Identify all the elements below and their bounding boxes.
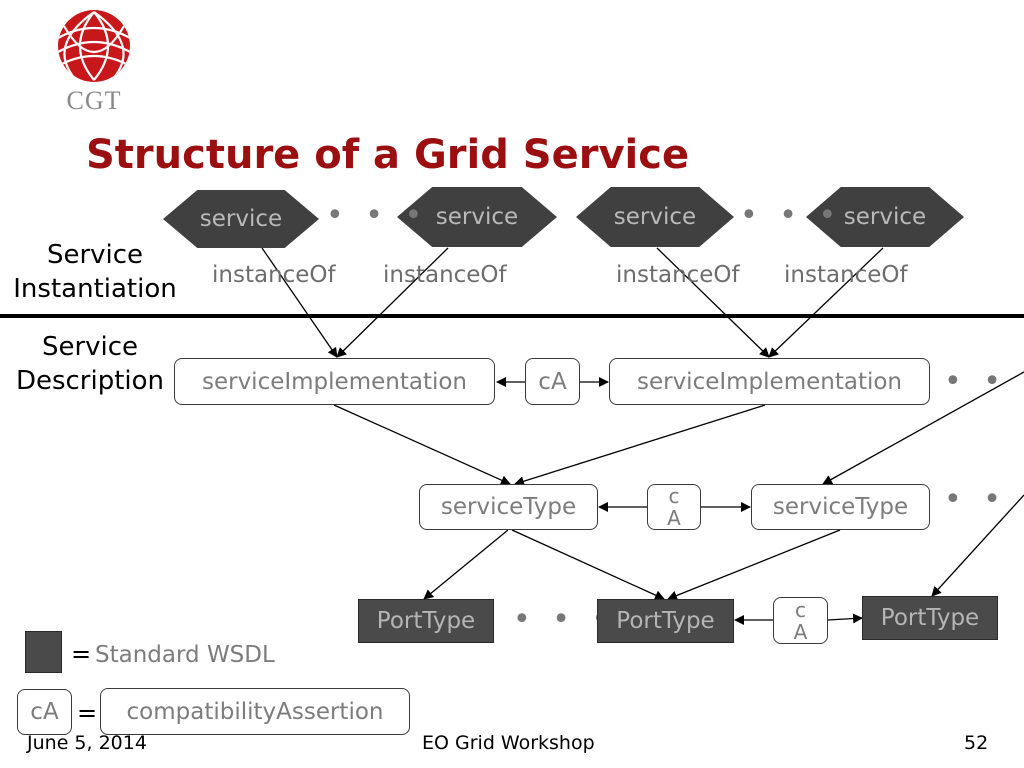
ellipsis-dots: • • • (513, 602, 616, 637)
legend-equals: = (77, 699, 98, 727)
section-label-line: Service (46, 240, 144, 270)
legend-ca-text-box: compatibilityAssertion (100, 688, 410, 735)
ellipsis-dots: • • • (326, 198, 429, 233)
compatibility-assertion-box: cA (525, 358, 580, 405)
ellipsis-dots: • • • (944, 482, 1024, 517)
service-type-box: serviceType (751, 484, 930, 530)
footer-date: June 5, 2014 (27, 732, 147, 754)
compatibility-assertion-box: c A (773, 597, 828, 644)
cgt-logo-icon (58, 10, 130, 82)
ellipsis-dots: • • • (740, 198, 843, 233)
footer-page-number: 52 (964, 732, 989, 754)
legend-wsdl-text: Standard WSDL (95, 642, 275, 668)
ca-letter: c (795, 597, 806, 622)
section-divider (0, 314, 1024, 318)
service-hexagon: service (163, 190, 319, 248)
logo-text: CGT (66, 86, 122, 115)
port-type-box: PortType (358, 599, 494, 643)
service-hexagon: service (806, 187, 964, 247)
section-label-line: Service (41, 332, 139, 362)
compatibility-assertion-box: c A (647, 484, 701, 530)
section-label-instantiation: Service Instantiation (2, 238, 188, 306)
port-type-box: PortType (597, 599, 734, 643)
instance-of-label: instanceOf (383, 262, 507, 288)
legend-equals: = (71, 640, 92, 668)
instance-of-label: instanceOf (212, 262, 336, 288)
section-label-description: Service Description (0, 330, 180, 398)
footer-center: EO Grid Workshop (422, 732, 595, 754)
instance-of-label: instanceOf (784, 262, 908, 288)
legend-ca-box: cA (17, 689, 72, 735)
ca-letter: A (793, 619, 808, 644)
service-implementation-box: serviceImplementation (609, 358, 930, 405)
legend-wsdl-swatch (25, 631, 62, 673)
instance-of-label: instanceOf (616, 262, 740, 288)
section-label-line: Description (15, 366, 165, 396)
service-type-box: serviceType (419, 484, 598, 530)
service-hexagon: service (397, 187, 557, 247)
slide-title: Structure of a Grid Service (86, 132, 690, 178)
ca-letter: c (668, 484, 680, 508)
ca-letter: A (667, 506, 681, 530)
section-label-line: Instantiation (13, 274, 177, 304)
port-type-box: PortType (862, 596, 998, 640)
ellipsis-dots: • • • (944, 364, 1024, 399)
service-implementation-box: serviceImplementation (174, 358, 495, 405)
service-hexagon: service (576, 187, 734, 247)
